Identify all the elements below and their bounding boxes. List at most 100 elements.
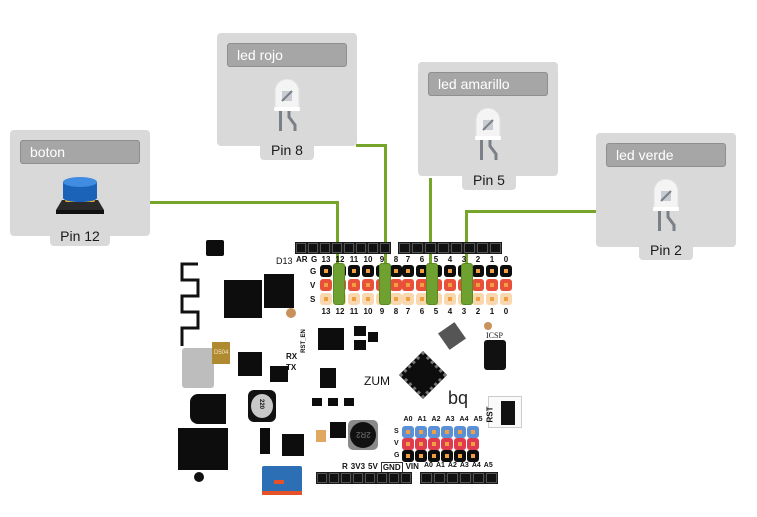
component-led-verde[interactable]: led verde <box>596 133 736 247</box>
led-icon <box>653 179 679 231</box>
bottom-labels-left: 13 12 11 10 9 8 <box>320 307 402 316</box>
pin-label: 7 <box>405 255 411 264</box>
row-label-s: S <box>310 295 316 304</box>
pin-label: 4 <box>447 255 453 264</box>
push-button-icon <box>56 177 104 214</box>
pin-label: 8 <box>393 307 399 316</box>
label-inductor: 2R2 <box>356 430 371 439</box>
smd-cap <box>316 430 326 442</box>
pin-label: Pin 8 <box>260 140 314 160</box>
pin-label: 0 <box>503 307 509 316</box>
transistor-row <box>344 398 354 406</box>
pin-label: A4 <box>459 416 469 423</box>
connector-pin-2[interactable] <box>461 263 473 305</box>
reset-led <box>286 308 296 318</box>
mount-hole <box>194 472 204 482</box>
component-led-amarillo[interactable]: led amarillo <box>418 62 558 176</box>
pins-g-analog <box>402 450 479 462</box>
transistor-row <box>328 398 338 406</box>
pin-label: A3 <box>445 416 455 423</box>
electrolytic-cap <box>248 390 276 422</box>
label-rst: RST <box>485 406 495 423</box>
pin-label: 9 <box>379 307 385 316</box>
dc-jack <box>178 428 228 470</box>
label-tx: TX <box>286 363 297 372</box>
power-pin-label: R <box>342 462 348 471</box>
pin-label: 11 <box>349 255 359 264</box>
led-icon <box>274 79 300 131</box>
wifi-chip <box>224 280 262 318</box>
pin-label: A3 <box>459 462 469 469</box>
digital-header-left <box>295 242 391 254</box>
wire-led-rojo-pin8 <box>356 144 387 147</box>
power-header <box>316 472 412 484</box>
transistor <box>354 326 366 336</box>
voltage-regulator <box>190 394 226 424</box>
pin-label: 12 <box>335 307 345 316</box>
pin-label: A2 <box>431 416 441 423</box>
crystal-resonator <box>438 322 466 350</box>
brand-logo: bq <box>448 388 469 408</box>
label-tantalum: D504 <box>214 350 229 356</box>
row-label-g: G <box>310 267 317 276</box>
connector-pin-12[interactable] <box>333 263 345 305</box>
eeprom-chip <box>320 368 336 388</box>
wire-led-rojo-pin8-v <box>384 144 387 297</box>
pin-label: 3 <box>461 255 467 264</box>
pin-label: A0 <box>424 462 433 469</box>
usb-chip <box>318 328 344 350</box>
diode <box>260 428 270 454</box>
pin-label: 6 <box>419 255 425 264</box>
pin-label: 12 <box>335 255 345 264</box>
pin-label: 5 <box>433 307 439 316</box>
top-labels-left: 13 12 11 10 9 8 <box>320 255 402 264</box>
pin-label: 3 <box>461 307 467 316</box>
power-switch[interactable] <box>262 466 302 495</box>
bt-chip <box>264 274 294 308</box>
analog-bottom-labels: A0 A1 A2 A3 A4 A5 <box>424 462 493 469</box>
pin-label: 4 <box>447 307 453 316</box>
reset-button[interactable] <box>488 396 522 428</box>
pin-label: 7 <box>405 307 411 316</box>
pins-g-right <box>402 265 512 277</box>
digital-header-right <box>398 242 502 254</box>
wire-led-verde-pin2 <box>465 210 598 213</box>
power-pin-label: 5V <box>368 462 378 471</box>
antenna-trace <box>180 262 200 346</box>
atmega-mcu <box>398 350 448 400</box>
pin-label: 13 <box>321 255 331 264</box>
pins-s-right <box>402 293 512 305</box>
component-boton[interactable]: boton <box>10 130 150 236</box>
pin-label: 6 <box>419 307 425 316</box>
pin-label: 9 <box>379 255 385 264</box>
component-name-field[interactable]: led rojo <box>227 43 347 67</box>
mosfet <box>282 434 304 456</box>
label-rx: RX <box>286 352 298 361</box>
component-led-rojo[interactable]: led rojo <box>217 33 357 146</box>
transistor <box>354 340 366 350</box>
crystal <box>270 366 288 382</box>
pin-label: 1 <box>489 255 495 264</box>
pin-label: 8 <box>393 255 399 264</box>
pin-label: Pin 12 <box>50 226 110 246</box>
component-name-field[interactable]: boton <box>20 140 140 164</box>
led-icon <box>475 108 501 160</box>
inductor <box>348 420 378 450</box>
icsp-header <box>484 340 506 370</box>
label-cap: 220 <box>258 398 265 410</box>
component-name-field[interactable]: led verde <box>606 143 726 167</box>
connector-pin-8[interactable] <box>379 263 391 305</box>
component-name-field[interactable]: led amarillo <box>428 72 548 96</box>
pin-label: 10 <box>363 307 373 316</box>
pins-v-right <box>402 279 512 291</box>
pin-label: 10 <box>363 255 373 264</box>
transistor-row <box>312 398 322 406</box>
row-label-s-analog: S <box>394 428 399 435</box>
pin-label: A4 <box>471 462 481 469</box>
pin-label: 2 <box>475 255 481 264</box>
connector-pin-5[interactable] <box>426 263 438 305</box>
dcdc-chip <box>330 422 346 438</box>
pin-label: 0 <box>503 255 509 264</box>
label-g-top: G <box>311 255 318 264</box>
pin-label: 2 <box>475 307 481 316</box>
